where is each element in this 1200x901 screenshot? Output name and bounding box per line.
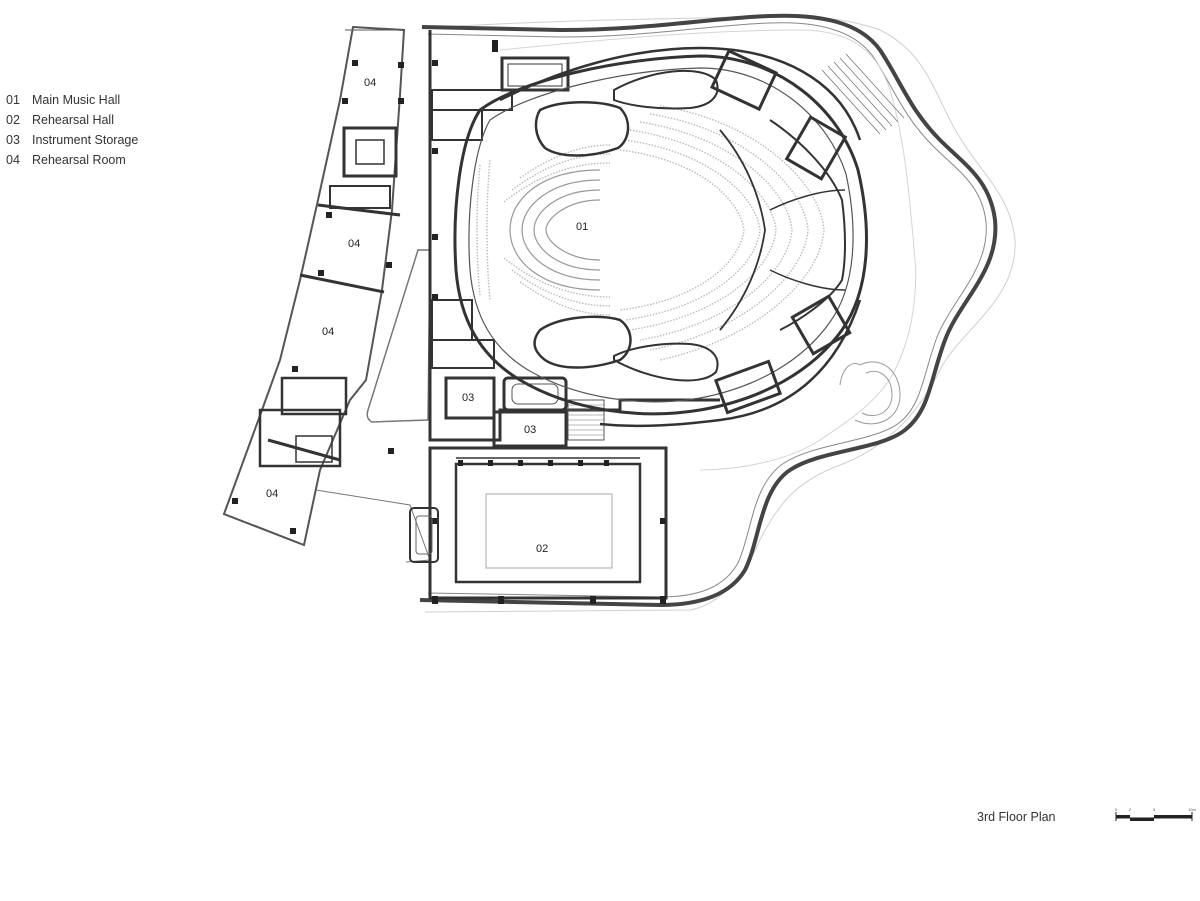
- ramp-corridor: [366, 249, 431, 423]
- legend-number: 01: [6, 93, 20, 107]
- wing-columns: [232, 60, 404, 534]
- seating-block-ne: [613, 69, 719, 110]
- room-label-rehearsal-room-b: 04: [348, 238, 360, 250]
- seating-divider: [719, 129, 766, 331]
- east-box-room: [709, 48, 779, 112]
- wing-elevator: [295, 435, 333, 463]
- main-hall-perimeter-south: [599, 299, 862, 428]
- wing-divider: [299, 273, 385, 294]
- wing-service-room: [342, 126, 398, 178]
- legend-label: Rehearsal Hall: [32, 113, 114, 127]
- wing-service-room: [258, 408, 342, 468]
- wing-divider: [267, 438, 341, 462]
- seating-block-north: [534, 101, 630, 157]
- site-boundary: [424, 15, 1016, 613]
- wing-service-room: [280, 376, 348, 416]
- storage-room-b: [492, 410, 568, 448]
- main-hall-perimeter: [499, 46, 862, 141]
- room-label-main-hall: 01: [576, 221, 588, 233]
- legend-item-rehearsal-hall: 02 Rehearsal Hall: [6, 110, 138, 130]
- service-room: [431, 109, 483, 141]
- room-label-rehearsal-room-c: 04: [322, 326, 334, 338]
- terrace-wall-inner: [427, 22, 987, 598]
- seating-divider: [769, 269, 846, 291]
- seating-block-east: [769, 119, 846, 331]
- room-label-storage-b: 03: [524, 424, 536, 436]
- service-room: [431, 339, 495, 369]
- scale-tick-10m: 10m: [1188, 807, 1196, 812]
- rehearsal-hall-stage-lift: [409, 507, 439, 563]
- storage-room-a: [444, 376, 496, 420]
- legend-item-instrument-storage: 03 Instrument Storage: [6, 130, 138, 150]
- east-box-room: [713, 359, 783, 415]
- wing-divider: [317, 203, 401, 217]
- exterior-stair-north: [821, 53, 905, 135]
- room-label-storage-a: 03: [462, 392, 474, 404]
- plan-title: 3rd Floor Plan: [977, 810, 1056, 824]
- legend-item-rehearsal-room: 04 Rehearsal Room: [6, 150, 138, 170]
- main-hall-shell-outer: [453, 54, 868, 416]
- room-label-rehearsal-room-a: 04: [364, 77, 376, 89]
- landscape-line: [499, 29, 917, 471]
- main-hall-shell-inner: [468, 67, 854, 403]
- legend-label: Instrument Storage: [32, 133, 139, 147]
- wing-elevator: [355, 139, 385, 165]
- scale-bar: 0 2 5 10m: [1115, 807, 1196, 821]
- seating-divider: [769, 189, 846, 211]
- legend-number: 04: [6, 153, 20, 167]
- terrace-wall-outer: [419, 13, 998, 608]
- legend-number: 02: [6, 113, 20, 127]
- stage-lift: [502, 376, 568, 412]
- east-box-room: [784, 115, 848, 181]
- room-label-rehearsal-hall: 02: [536, 543, 548, 555]
- ramp-line: [315, 489, 431, 563]
- west-wing-outline: [222, 25, 406, 547]
- rehearsal-hall-stage-lift-inner: [415, 515, 433, 555]
- legend-label: Main Music Hall: [32, 93, 121, 107]
- legend: 01 Main Music Hall 02 Rehearsal Hall 03 …: [6, 90, 138, 170]
- scale-tick-5: 5: [1153, 807, 1156, 812]
- legend-label: Rehearsal Room: [32, 153, 126, 167]
- room-label-rehearsal-room-d: 04: [266, 488, 278, 500]
- stage-arcs: [509, 169, 601, 291]
- core-columns: [432, 40, 498, 300]
- scale-tick-2: 2: [1129, 807, 1132, 812]
- wing-service-room: [329, 185, 391, 209]
- scale-tick-0: 0: [1115, 807, 1118, 812]
- east-box-room: [790, 294, 852, 356]
- rehearsal-hall-outer: [428, 446, 668, 600]
- legend-number: 03: [6, 133, 20, 147]
- legend-item-main-music-hall: 01 Main Music Hall: [6, 90, 138, 110]
- seating-block-se: [613, 342, 719, 382]
- spiral-stair: [839, 361, 901, 425]
- rehearsal-hall-floor: [485, 493, 613, 569]
- seating-rows: [476, 105, 825, 361]
- stage-lift-inner: [511, 383, 559, 405]
- rehearsal-hall-columns: [432, 460, 666, 604]
- seating-block-south: [533, 315, 632, 369]
